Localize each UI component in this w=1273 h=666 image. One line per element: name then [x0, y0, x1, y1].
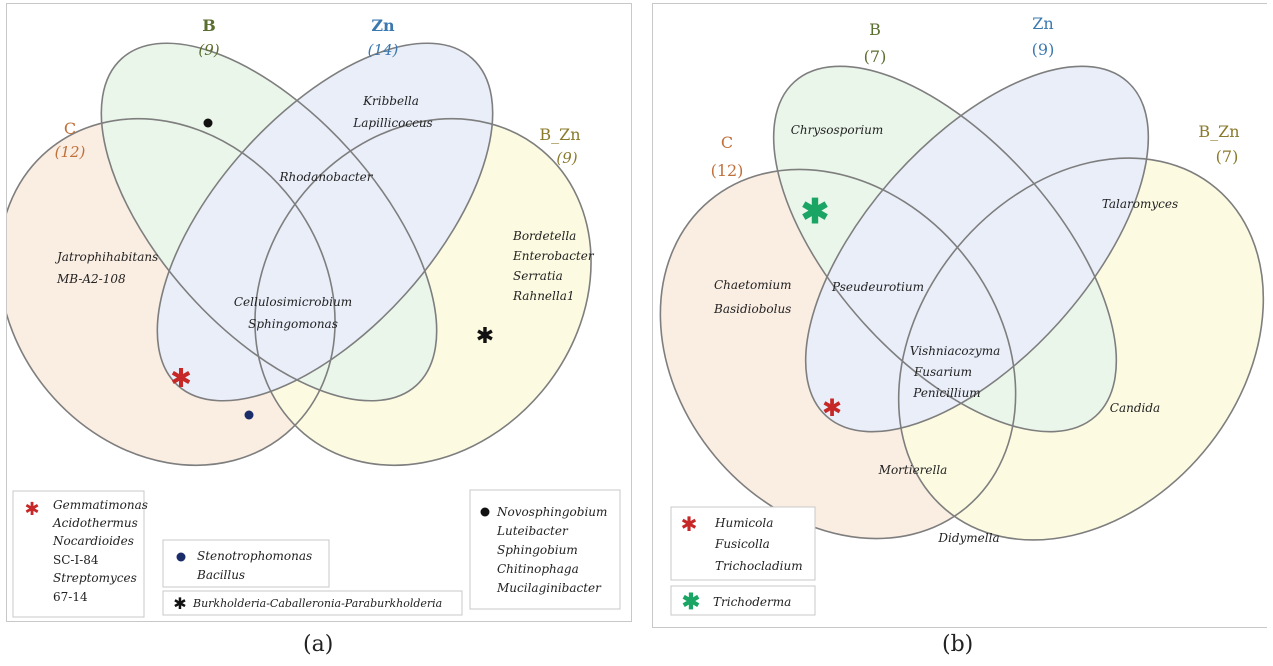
legend-box-red — [12, 490, 145, 618]
blue-dot-marker — [244, 410, 254, 420]
legend-box-black-asterisk — [162, 590, 463, 616]
legend-taxon: Trichoderma — [713, 595, 791, 609]
legend-taxon: Stenotrophomonas — [197, 549, 312, 563]
set-label-zn: Zn — [1032, 14, 1053, 33]
legend-box-black-dot — [469, 489, 621, 610]
set-count-zn: (9) — [1032, 40, 1055, 59]
legend-box-blue-dot — [162, 539, 330, 588]
region-taxon: Vishniacozyma — [910, 344, 1000, 358]
venn-panel-a: B (9) Zn (14) C (12) B_Zn (9) Kribbella … — [0, 3, 632, 622]
legend-taxon: SC-I-84 — [53, 553, 99, 567]
set-label-b: B — [202, 16, 216, 35]
legend-taxon: Mucilaginibacter — [496, 581, 602, 595]
legend-taxon: Chitinophaga — [497, 562, 579, 576]
legend-blue-dot-icon — [176, 552, 186, 562]
region-taxon: Penicillium — [912, 386, 980, 400]
set-count-c: (12) — [711, 161, 744, 180]
region-taxon: Didymella — [937, 531, 999, 545]
region-taxon: Talaromyces — [1102, 197, 1178, 211]
set-count-bzn: (7) — [1216, 147, 1239, 166]
set-count-bzn: (9) — [556, 149, 577, 167]
set-label-bzn: B_Zn — [539, 125, 580, 144]
set-label-zn: Zn — [371, 16, 395, 35]
legend-black-dot-icon — [480, 507, 490, 517]
set-label-c: C — [721, 133, 733, 152]
region-taxon: Candida — [1110, 401, 1160, 415]
region-taxon: Rhodanobacter — [279, 170, 374, 184]
legend-taxon: Streptomyces — [53, 571, 137, 585]
red-asterisk-marker: ✱ — [822, 394, 842, 422]
legend-taxon: Humicola — [714, 516, 773, 530]
set-count-b: (7) — [864, 47, 887, 66]
region-taxon: Cellulosimicrobium — [234, 295, 352, 309]
venn-diagram-a: B (9) Zn (14) C (12) B_Zn (9) Kribbella … — [0, 16, 621, 618]
legend-red-asterisk-icon: ✱ — [681, 512, 698, 536]
region-taxon: Rahnella1 — [512, 289, 575, 303]
set-count-zn: (14) — [368, 41, 399, 59]
region-taxon: Kribbella — [362, 94, 419, 108]
set-zn-ellipse — [805, 66, 1149, 432]
set-label-b: B — [869, 20, 881, 39]
region-taxon: Chaetomium — [714, 278, 792, 292]
legend-box-green — [670, 585, 816, 616]
legend-taxon: Nocardioides — [52, 534, 134, 548]
legend-taxon: Fusicolla — [714, 537, 770, 551]
region-taxon: MB-A2-108 — [56, 272, 126, 286]
red-asterisk-marker: ✱ — [170, 364, 192, 394]
legend-taxon: Gemmatimonas — [53, 498, 148, 512]
legend-taxon: Burkholderia-Caballeronia-Paraburkholder… — [192, 597, 442, 610]
set-count-b: (9) — [198, 41, 219, 59]
region-taxon: Basidiobolus — [713, 302, 791, 316]
legend-taxon: Novosphingobium — [496, 505, 607, 519]
legend-black-asterisk-icon: ✱ — [173, 594, 186, 613]
legend-taxon: Acidothermus — [52, 516, 138, 530]
region-taxon: Sphingomonas — [248, 317, 338, 331]
set-label-bzn: B_Zn — [1198, 122, 1239, 141]
legend-taxon: Luteibacter — [496, 524, 569, 538]
legend-taxon: Trichocladium — [715, 559, 803, 573]
region-taxon: Jatrophihabitans — [54, 250, 158, 264]
set-count-c: (12) — [55, 143, 86, 161]
green-asterisk-marker: ✱ — [801, 192, 830, 232]
caption-a: (a) — [303, 632, 334, 657]
caption-b: (b) — [942, 632, 974, 657]
black-dot-marker — [203, 118, 213, 128]
black-asterisk-marker: ✱ — [476, 324, 494, 349]
legend-taxon: Sphingobium — [497, 543, 578, 557]
venn-diagram-b: B (7) Zn (9) C (12) B_Zn (7) Chrysospori… — [659, 14, 1265, 616]
region-taxon: Bordetella — [512, 229, 576, 243]
legend-taxon: Bacillus — [196, 568, 245, 582]
region-taxon: Chrysosporium — [791, 123, 884, 137]
legend-red-asterisk-icon: ✱ — [24, 499, 39, 520]
region-taxon: Enterobacter — [512, 249, 595, 263]
venn-panel-b: B (7) Zn (9) C (12) B_Zn (7) Chrysospori… — [652, 3, 1267, 628]
set-label-c: C — [64, 119, 76, 138]
region-taxon: Pseudeurotium — [831, 280, 924, 294]
legend-green-asterisk-icon: ✱ — [682, 589, 700, 615]
region-taxon: Lapillicoccus — [352, 116, 432, 130]
region-taxon: Mortierella — [878, 463, 948, 477]
region-taxon: Fusarium — [913, 365, 972, 379]
legend-taxon: 67-14 — [53, 590, 88, 604]
region-taxon: Serratia — [513, 269, 563, 283]
set-zn-ellipse — [157, 43, 493, 401]
legend-box-red — [670, 506, 816, 581]
